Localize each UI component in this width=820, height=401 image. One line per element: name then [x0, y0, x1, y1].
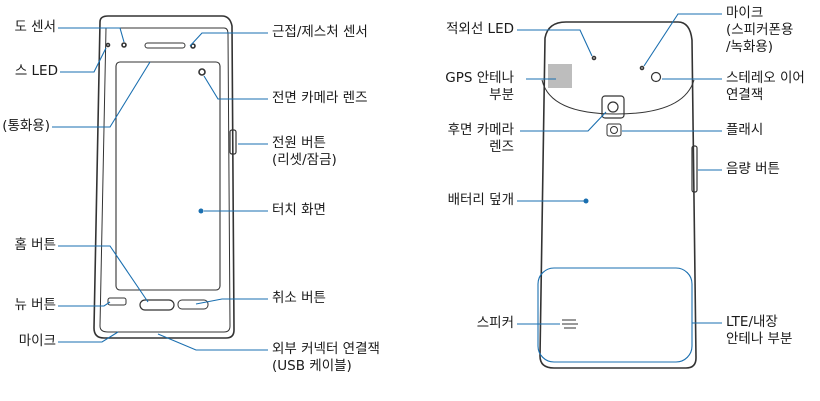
- label-power-button: 전원 버튼 (리셋/잠금): [272, 135, 337, 169]
- label-lte-antenna: LTE/내장 안테나 부분: [726, 314, 792, 348]
- callout-proximity-gesture: [189, 32, 268, 47]
- proximity-sensor-dot: [121, 42, 127, 48]
- label-lte-line-1: LTE/내장: [726, 314, 778, 330]
- flash-ring: [610, 126, 618, 134]
- label-rear-mic-line-3: /녹화용): [726, 39, 774, 55]
- rear-camera-housing: [601, 95, 625, 119]
- flash-housing: [606, 123, 622, 137]
- callout-mic2: [643, 13, 722, 67]
- label-usb-line-2: (USB 케이블): [272, 358, 352, 374]
- label-stereo-line-2: 연결잭: [726, 87, 764, 103]
- menu-key: [107, 297, 127, 306]
- label-rear-mic: 마이크 (스피커폰용 /녹화용): [726, 5, 793, 56]
- label-usb-line-1: 외부 커넥터 연결잭: [272, 341, 380, 357]
- callout-earpiece: [52, 61, 151, 128]
- label-rear-mic-line-2: (스피커폰용: [726, 22, 794, 38]
- callout-led: [60, 47, 107, 73]
- rear-mic-dot: [639, 65, 645, 71]
- label-battery-cover: 배터리 덮개: [447, 192, 514, 208]
- callout-usb: [157, 333, 268, 351]
- front-phone-body: [93, 15, 235, 339]
- label-power-line-1: 전원 버튼: [272, 135, 326, 151]
- gps-antenna-patch: [548, 64, 572, 88]
- label-rear-camera-line-1: 후면 카메라: [447, 122, 514, 138]
- label-led: 스 LED: [14, 63, 58, 79]
- callout-ir-led: [517, 29, 593, 57]
- callout-front-camera: [203, 75, 268, 100]
- callout-menu: [58, 301, 111, 307]
- label-gps-line-1: GPS 안테나: [445, 70, 514, 86]
- label-stereo-line-1: 스테레오 이어: [726, 70, 805, 86]
- label-flash: 플래시: [726, 122, 764, 138]
- label-ir-led: 적외선 LED: [446, 21, 514, 37]
- callout-back: [195, 298, 268, 305]
- lte-antenna-area: [537, 267, 693, 363]
- label-earpiece: (통화용): [2, 118, 50, 134]
- callout-home: [58, 245, 149, 303]
- label-stereo-jack: 스테레오 이어 연결잭: [726, 70, 805, 104]
- home-key: [139, 299, 175, 311]
- front-camera-dot: [198, 68, 206, 76]
- headset-jack: [650, 71, 662, 83]
- rear-phone-body: [539, 21, 697, 369]
- callout-proximity: [58, 27, 125, 43]
- rear-phone: [537, 21, 698, 369]
- rear-phone-hump: [541, 79, 695, 115]
- label-rear-camera: 후면 카메라 렌즈: [448, 122, 514, 156]
- back-key: [177, 299, 209, 310]
- label-menu-button: 뉴 버튼: [14, 297, 56, 313]
- label-gps-antenna: GPS 안테나 부분: [445, 70, 514, 104]
- touch-dot: [198, 208, 204, 214]
- front-screen: [115, 61, 221, 291]
- ir-led-dot: [591, 55, 597, 61]
- label-rear-mic-line-1: 마이크: [726, 5, 764, 21]
- led-indicator-dot: [105, 42, 111, 48]
- label-usb-connector: 외부 커넥터 연결잭 (USB 케이블): [272, 341, 380, 375]
- front-callouts: [52, 27, 268, 351]
- front-phone: [93, 15, 237, 339]
- label-rear-camera-line-2: 렌즈: [489, 139, 514, 155]
- label-proximity-sensor: 도 센서: [14, 19, 56, 35]
- label-gps-line-2: 부분: [489, 87, 514, 103]
- volume-key: [691, 145, 698, 193]
- callout-rear-camera: [520, 111, 607, 132]
- front-phone-bezel: [99, 27, 231, 333]
- callout-mic: [58, 331, 119, 343]
- label-touch-screen: 터치 화면: [272, 202, 326, 218]
- earpiece-grille: [144, 42, 186, 49]
- label-home-button: 홈 버튼: [14, 237, 56, 253]
- power-key: [229, 129, 237, 155]
- label-power-line-2: (리셋/잠금): [272, 152, 337, 168]
- label-back-button: 취소 버튼: [272, 290, 326, 306]
- label-speaker: 스피커: [476, 315, 514, 331]
- gesture-sensor-dot: [190, 43, 196, 49]
- label-lte-line-2: 안테나 부분: [726, 331, 793, 347]
- label-front-camera: 전면 카메라 렌즈: [272, 90, 368, 106]
- label-mic: 마이크: [18, 333, 56, 349]
- label-volume-button: 음량 버튼: [726, 161, 780, 177]
- label-proximity-gesture-sensor: 근접/제스처 센서: [272, 24, 368, 40]
- speaker-grille: [562, 319, 578, 329]
- rear-camera-lens: [607, 101, 619, 113]
- rear-callouts: [517, 13, 722, 325]
